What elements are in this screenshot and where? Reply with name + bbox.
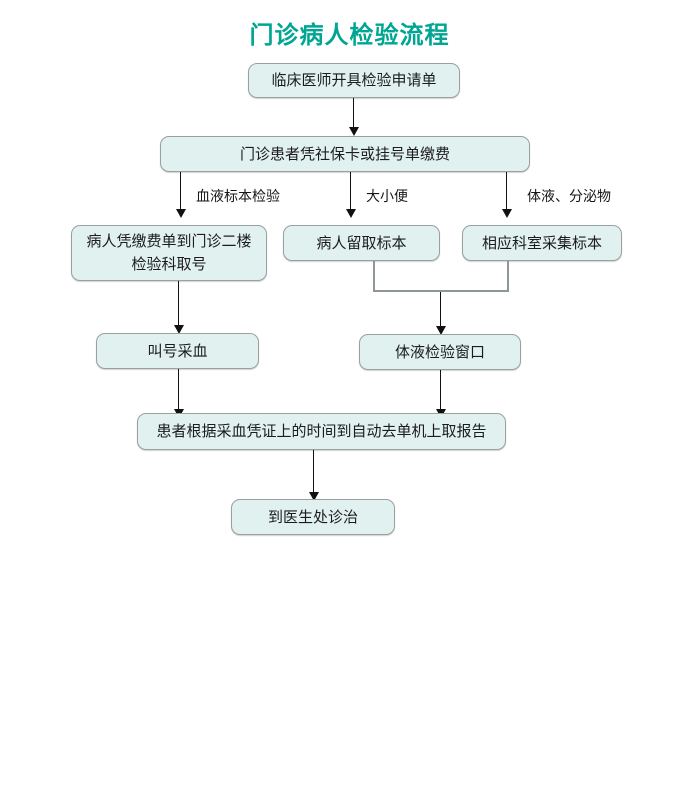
flow-node-fluid-test-window-label: 体液检验窗口 bbox=[394, 342, 485, 361]
edge-label-body-fluid-secretion: 体液、分泌物 bbox=[527, 189, 611, 205]
merge-connector-crossbar bbox=[373, 290, 509, 292]
connector-payment-to-blood-line bbox=[180, 172, 181, 211]
edge-label-stool-urine: 大小便 bbox=[366, 189, 408, 205]
flow-node-clinician-order-label: 临床医师开具检验申请单 bbox=[271, 71, 437, 89]
flow-node-fluid-test-window[interactable]: 体液检验窗口 bbox=[359, 334, 521, 370]
flow-node-collect-report-label: 患者根据采血凭证上的时间到自动去单机上取报告 bbox=[156, 422, 487, 440]
flow-node-take-number-label-line1: 病人凭缴费单到门诊二楼 bbox=[86, 232, 252, 250]
flow-node-patient-collect-sample-label: 病人留取标本 bbox=[316, 233, 407, 252]
connector-payment-to-stool-arrow bbox=[346, 209, 356, 218]
flow-node-see-doctor-label: 到医生处诊治 bbox=[267, 507, 358, 526]
flow-node-payment-label: 门诊患者凭社保卡或挂号单缴费 bbox=[239, 144, 450, 163]
flow-node-blood-draw-label: 叫号采血 bbox=[147, 341, 208, 360]
flow-node-payment[interactable]: 门诊患者凭社保卡或挂号单缴费 bbox=[160, 136, 530, 172]
connector-report-to-doctor-arrow bbox=[309, 492, 319, 501]
flow-node-collect-report[interactable]: 患者根据采血凭证上的时间到自动去单机上取报告 bbox=[137, 413, 506, 450]
flow-node-see-doctor[interactable]: 到医生处诊治 bbox=[231, 499, 395, 535]
merge-connector-left-stem bbox=[373, 261, 375, 292]
connector-payment-to-fluid-line bbox=[506, 172, 507, 211]
flow-node-take-number-label-line2: 检验科取号 bbox=[131, 255, 207, 273]
page-title: 门诊病人检验流程 bbox=[249, 21, 450, 49]
connector-take-number-to-blood-draw-arrow bbox=[174, 325, 184, 334]
edge-label-blood-sample: 血液标本检验 bbox=[196, 189, 280, 205]
flow-node-clinician-order[interactable]: 临床医师开具检验申请单 bbox=[248, 63, 460, 98]
connector-order-to-payment-line bbox=[353, 98, 354, 129]
connector-merge-to-fluid-window-arrow bbox=[436, 326, 446, 335]
connector-report-to-doctor-line bbox=[313, 450, 314, 494]
connector-order-to-payment-arrow bbox=[349, 127, 359, 136]
connector-merge-to-fluid-window-line bbox=[440, 292, 441, 328]
connector-payment-to-blood-arrow bbox=[176, 209, 186, 218]
flow-node-department-collect-sample[interactable]: 相应科室采集标本 bbox=[462, 225, 622, 261]
connector-payment-to-fluid-arrow bbox=[502, 209, 512, 218]
connector-blood-draw-to-report-line bbox=[178, 369, 179, 411]
connector-take-number-to-blood-draw-line bbox=[178, 281, 179, 327]
flow-node-patient-collect-sample[interactable]: 病人留取标本 bbox=[283, 225, 440, 261]
flow-node-take-number[interactable]: 病人凭缴费单到门诊二楼 检验科取号 bbox=[71, 225, 267, 281]
merge-connector-right-stem bbox=[507, 261, 509, 292]
flow-node-blood-draw[interactable]: 叫号采血 bbox=[96, 333, 259, 369]
connector-fluid-window-to-report-line bbox=[440, 370, 441, 411]
connector-payment-to-stool-line bbox=[350, 172, 351, 211]
flow-node-department-collect-sample-label: 相应科室采集标本 bbox=[481, 233, 602, 252]
